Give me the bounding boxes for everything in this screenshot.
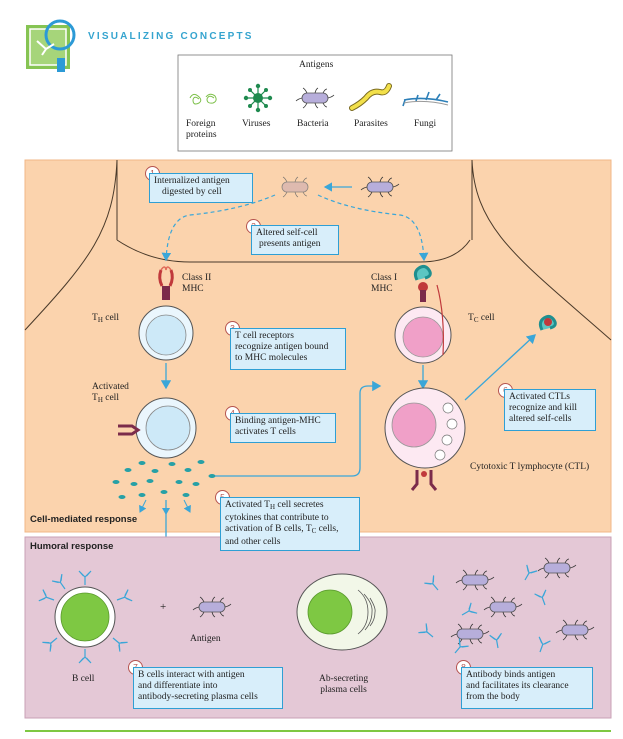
step-5-line3: activation of B cells, TC cells,	[225, 524, 355, 537]
foreign-proteins-line2: proteins	[186, 130, 217, 140]
cytokine-to-ctl-arrow	[215, 380, 382, 477]
plasma-cells-label: Ab-secreting plasma cells	[319, 674, 368, 696]
dashed-arrow-left	[161, 194, 276, 262]
step-6-line3: altered self-cells	[509, 414, 572, 424]
step-4-line2: activates T cells	[235, 427, 296, 437]
parasites-label: Parasites	[354, 119, 388, 129]
act-t: T	[92, 393, 98, 403]
ctl-receptor	[410, 470, 438, 491]
step-7-line3: antibody-secreting plasma cells	[138, 692, 258, 702]
step-6-line2: recognize and kill	[509, 403, 578, 413]
plus-sign: +	[160, 601, 167, 613]
step-5-line2: cytokines that contribute to	[225, 513, 329, 523]
plasma-line2: plasma cells	[320, 685, 367, 695]
step-1-line2: digested by cell	[162, 187, 222, 197]
step-8-line1: Antibody binds antigen	[466, 670, 556, 680]
class-i-mhc-label: Class I MHC	[371, 273, 397, 295]
bacteria-label: Bacteria	[297, 119, 329, 129]
parasite-icon	[349, 83, 392, 111]
foreign-proteins-line1: Foreign	[186, 119, 216, 129]
foreign-proteins-label: Foreign proteins	[186, 119, 217, 141]
step-8-line2: and facilitates its clearance	[466, 681, 569, 691]
step-2-box: Altered self-cell presents antigen	[251, 225, 339, 255]
activated-th-label: Activated TH cell	[92, 382, 129, 406]
class-ii-line1: Class II	[182, 273, 212, 283]
virus-icon	[243, 83, 273, 113]
class-i-line2: MHC	[371, 284, 393, 294]
ctl-granules	[434, 402, 458, 461]
th-sub: H	[97, 316, 103, 324]
th-cell-label: TH cell	[92, 313, 119, 326]
activated-line2: TH cell	[92, 393, 129, 406]
step-8-box: Antibody binds antigen and facilitates i…	[461, 667, 593, 709]
class-ii-line2: MHC	[182, 284, 204, 294]
digested-antigen	[281, 176, 309, 198]
step-5-line3sub: C	[311, 527, 317, 535]
step-1-box: Internalized antigen digested by cell	[149, 173, 253, 203]
class-i-line1: Class I	[371, 273, 398, 283]
foreign-proteins-icon	[189, 93, 217, 105]
activated-line1: Activated	[92, 382, 129, 392]
step-2-line2: presents antigen	[259, 239, 321, 249]
tc-cell-label: TC cell	[468, 313, 495, 326]
step-6-line1: Activated CTLs	[509, 392, 570, 402]
step-5-line3a: activation of B cells, T	[225, 524, 312, 534]
act-cell-word: cell	[102, 393, 119, 403]
step-5-line1b: cell secretes	[275, 500, 324, 510]
ctl-to-target-arrow	[464, 334, 536, 401]
step-5-box: Activated TH cell secretes cytokines tha…	[220, 497, 360, 551]
tc-sub: C	[473, 316, 479, 324]
cell-mediated-title: Cell-mediated response	[30, 514, 138, 525]
visualizing-concepts-icon	[26, 19, 76, 72]
antigens-title: Antigens	[299, 60, 334, 70]
step-3-line3: to MHC molecules	[235, 353, 308, 363]
step-5-line3b: cells,	[316, 524, 339, 534]
step-5-line4: and other cells	[225, 537, 281, 547]
step-4-box: Binding antigen-MHC activates T cells	[230, 413, 336, 443]
plasma-line1: Ab-secreting	[319, 674, 369, 684]
th-t: T	[92, 313, 98, 323]
activated-th-receptor	[118, 424, 141, 436]
ctl-label: Cytotoxic T lymphocyte (CTL)	[470, 462, 590, 472]
fungi-label: Fungi	[414, 119, 437, 129]
step-5-line1sub: H	[269, 503, 275, 511]
humoral-title: Humoral response	[30, 541, 114, 552]
step-5-line1: Activated TH cell secretes	[225, 500, 355, 513]
fungi-icon	[402, 91, 449, 107]
altered-self-cell-target	[538, 314, 557, 331]
tc-t: T	[468, 313, 474, 323]
class-ii-mhc-label: Class II MHC	[182, 273, 211, 295]
header-title: VISUALIZING CONCEPTS	[88, 31, 254, 42]
step-2-line1: Altered self-cell	[256, 228, 318, 238]
step-3-box: T cell receptors recognize antigen bound…	[230, 328, 346, 370]
step-7-box: B cells interact with antigen and differ…	[133, 667, 283, 709]
step-8-line3: from the body	[466, 692, 520, 702]
step-5-line1a: Activated T	[225, 500, 270, 510]
plasma-cell	[296, 573, 388, 651]
step-3-line2: recognize antigen bound	[235, 342, 329, 352]
dashed-arrow-right	[317, 194, 429, 262]
class-i-mhc	[413, 264, 432, 302]
step-4-line1: Binding antigen-MHC	[235, 416, 321, 426]
viruses-label: Viruses	[242, 119, 271, 129]
act-sub: H	[97, 396, 103, 404]
step-1-line1: Internalized antigen	[154, 176, 230, 186]
step-7-line1: B cells interact with antigen	[138, 670, 245, 680]
step-6-box: Activated CTLs recognize and kill altere…	[504, 389, 596, 431]
step-7-line2: and differentiate into	[138, 681, 218, 691]
th-cell-word: cell	[102, 313, 119, 323]
antigen-label: Antigen	[190, 634, 221, 644]
class-ii-mhc	[158, 266, 174, 300]
b-cell-label: B cell	[72, 674, 95, 684]
step-3-line1: T cell receptors	[235, 331, 294, 341]
cytokines	[112, 460, 216, 499]
tc-cell-word: cell	[478, 313, 495, 323]
